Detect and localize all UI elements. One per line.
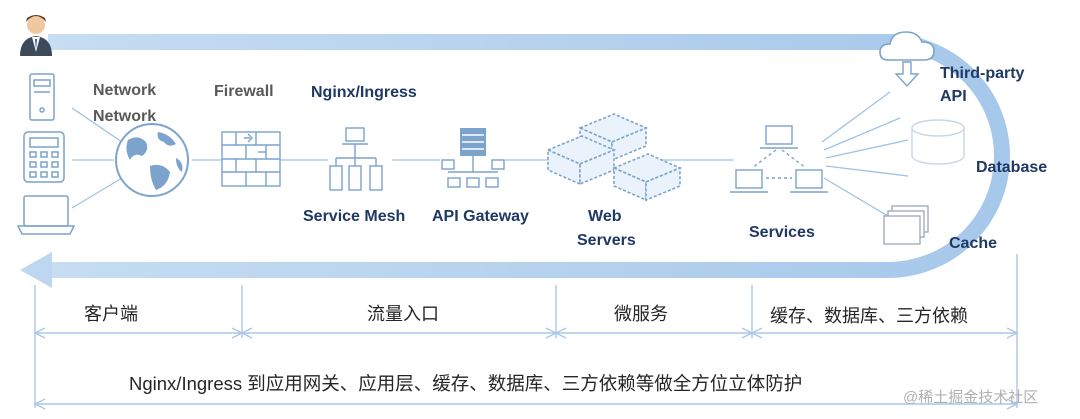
- api-gateway-icon: [441, 128, 505, 188]
- summary-text: Nginx/Ingress 到应用网关、应用层、缓存、数据库、三方依赖等做全方位…: [129, 373, 803, 394]
- label-web: Web: [588, 208, 622, 225]
- segment-dependencies: 缓存、数据库、三方依赖: [770, 306, 968, 326]
- label-cache: Cache: [949, 235, 998, 252]
- calculator-icon: [23, 131, 65, 183]
- label-network-2: Network: [93, 108, 157, 125]
- label-database: Database: [976, 159, 1048, 176]
- connector-lines: [71, 91, 909, 223]
- segment-client: 客户端: [84, 304, 138, 324]
- label-service-mesh: Service Mesh: [303, 208, 406, 225]
- cloud-icon: [879, 31, 935, 88]
- label-services: Services: [749, 224, 815, 241]
- user-avatar-icon: [20, 15, 52, 56]
- bracket-lines: [33, 254, 1019, 410]
- globe-icon: [115, 123, 189, 197]
- laptop-icon: [16, 195, 76, 235]
- cache-icon: [883, 205, 929, 245]
- label-third-party: Third-party: [940, 65, 1025, 82]
- label-network-1: Network: [93, 82, 157, 99]
- service-mesh-icon: [329, 127, 383, 191]
- label-nginx-ingress: Nginx/Ingress: [311, 84, 417, 101]
- segment-microservices: 微服务: [614, 304, 668, 324]
- desktop-computer-icon: [29, 73, 55, 121]
- services-icon: [730, 125, 828, 193]
- database-icon: [911, 119, 965, 165]
- watermark: @稀土掘金技术社区: [903, 389, 1039, 406]
- segment-traffic-entry: 流量入口: [367, 304, 439, 324]
- firewall-icon: [221, 131, 281, 187]
- web-servers-icon: [545, 113, 683, 202]
- label-api: API: [940, 88, 967, 105]
- label-servers: Servers: [577, 232, 636, 249]
- label-firewall: Firewall: [214, 83, 274, 100]
- label-api-gateway: API Gateway: [432, 208, 529, 225]
